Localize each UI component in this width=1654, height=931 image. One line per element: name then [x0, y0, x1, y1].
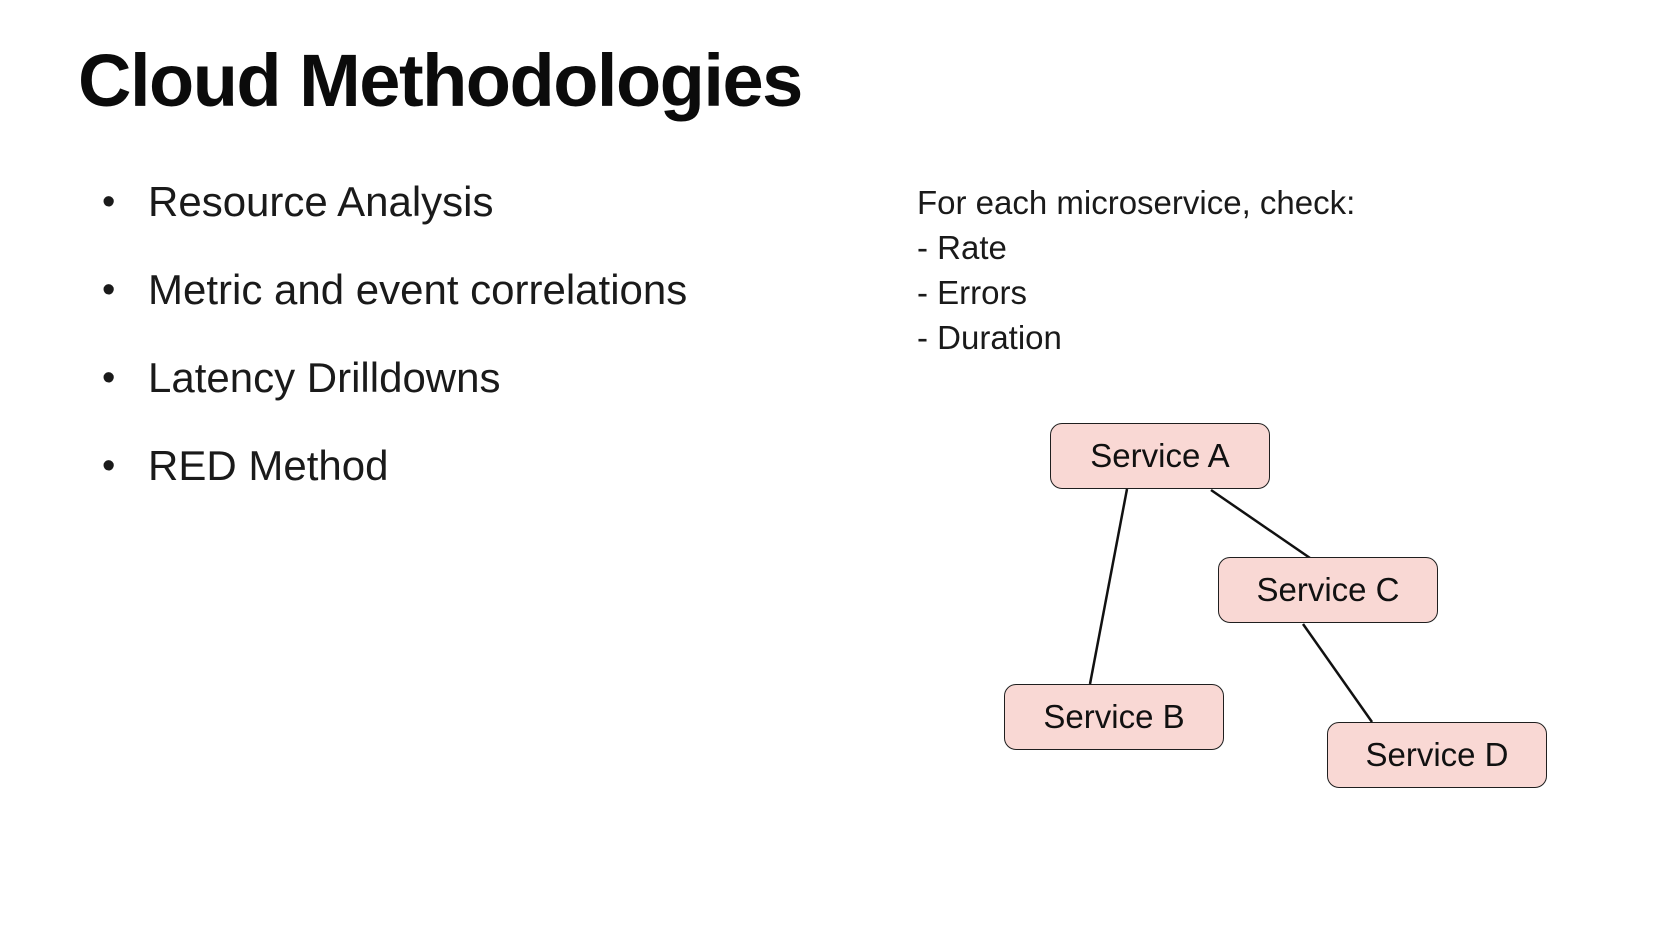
- node-service-d: Service D: [1327, 722, 1547, 788]
- bullet-item: • Latency Drilldowns: [100, 334, 687, 422]
- note-item: - Duration: [917, 319, 1062, 356]
- edge-c-to-d: [1301, 623, 1374, 723]
- slide-title: Cloud Methodologies: [78, 39, 803, 122]
- node-service-b: Service B: [1004, 684, 1224, 750]
- bullet-list: • Resource Analysis • Metric and event c…: [100, 158, 687, 510]
- bullet-text: RED Method: [148, 442, 389, 489]
- bullet-item: • RED Method: [100, 422, 687, 510]
- red-method-note: For each microservice, check: - Rate - E…: [917, 180, 1355, 360]
- bullet-item: • Metric and event correlations: [100, 246, 687, 334]
- edge-a-to-c: [1210, 488, 1311, 560]
- bullet-text: Latency Drilldowns: [148, 354, 501, 401]
- note-item: - Rate: [917, 229, 1007, 266]
- node-service-a: Service A: [1050, 423, 1270, 489]
- bullet-item: • Resource Analysis: [100, 158, 687, 246]
- note-item: - Errors: [917, 274, 1027, 311]
- bullet-dot-icon: •: [102, 357, 116, 399]
- bullet-dot-icon: •: [102, 181, 116, 223]
- bullet-dot-icon: •: [102, 269, 116, 311]
- bullet-text: Metric and event correlations: [148, 266, 688, 313]
- bullet-text: Resource Analysis: [148, 178, 494, 225]
- node-service-c: Service C: [1218, 557, 1438, 623]
- bullet-dot-icon: •: [102, 445, 116, 487]
- edge-a-to-b: [1088, 488, 1129, 685]
- note-heading: For each microservice, check:: [917, 184, 1356, 221]
